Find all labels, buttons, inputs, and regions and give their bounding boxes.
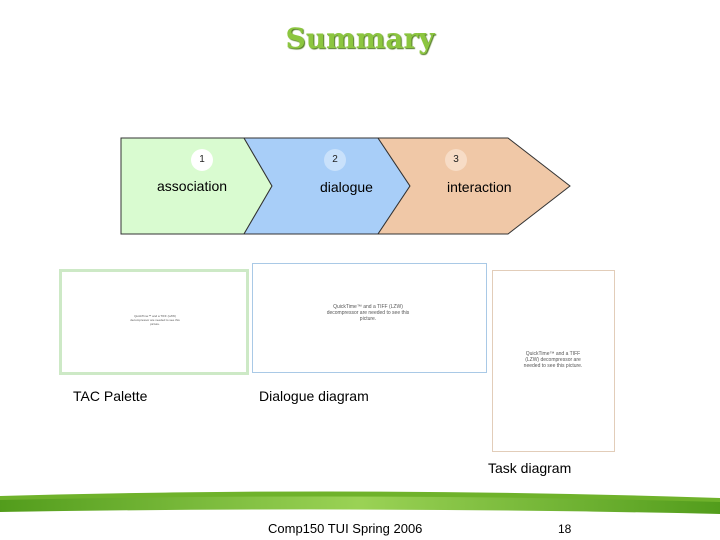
dialogue-placeholder-text: QuickTime™ and a TIFF (LZW) decompressor… — [326, 304, 410, 322]
step-1-label: association — [157, 178, 228, 194]
tac-palette-panel: QuickTime™ and a TIFF (LZW) decompressor… — [59, 269, 249, 375]
process-chevrons — [120, 137, 571, 235]
footer-page-number: 18 — [558, 522, 572, 536]
dialogue-diagram-caption: Dialogue diagram — [259, 388, 369, 404]
task-placeholder-text: QuickTime™ and a TIFF (LZW) decompressor… — [523, 351, 583, 369]
dialogue-diagram-panel: QuickTime™ and a TIFF (LZW) decompressor… — [252, 263, 487, 373]
step-2-label: dialogue — [320, 179, 373, 195]
task-diagram-caption: Task diagram — [488, 460, 572, 476]
step-2-number: 2 — [324, 149, 346, 171]
step-3-number: 3 — [445, 149, 467, 171]
footer-course: Comp150 TUI Spring 2006 — [268, 521, 423, 536]
step-1-number: 1 — [191, 149, 213, 171]
chevron-interaction — [377, 137, 571, 235]
footer-green-band — [0, 491, 720, 540]
tac-placeholder-text: QuickTime™ and a TIFF (LZW) decompressor… — [130, 314, 180, 326]
step-3-label: interaction — [447, 179, 512, 195]
task-diagram-panel: QuickTime™ and a TIFF (LZW) decompressor… — [492, 270, 615, 452]
tac-palette-caption: TAC Palette — [73, 388, 148, 404]
slide-title: Summary — [285, 22, 435, 55]
